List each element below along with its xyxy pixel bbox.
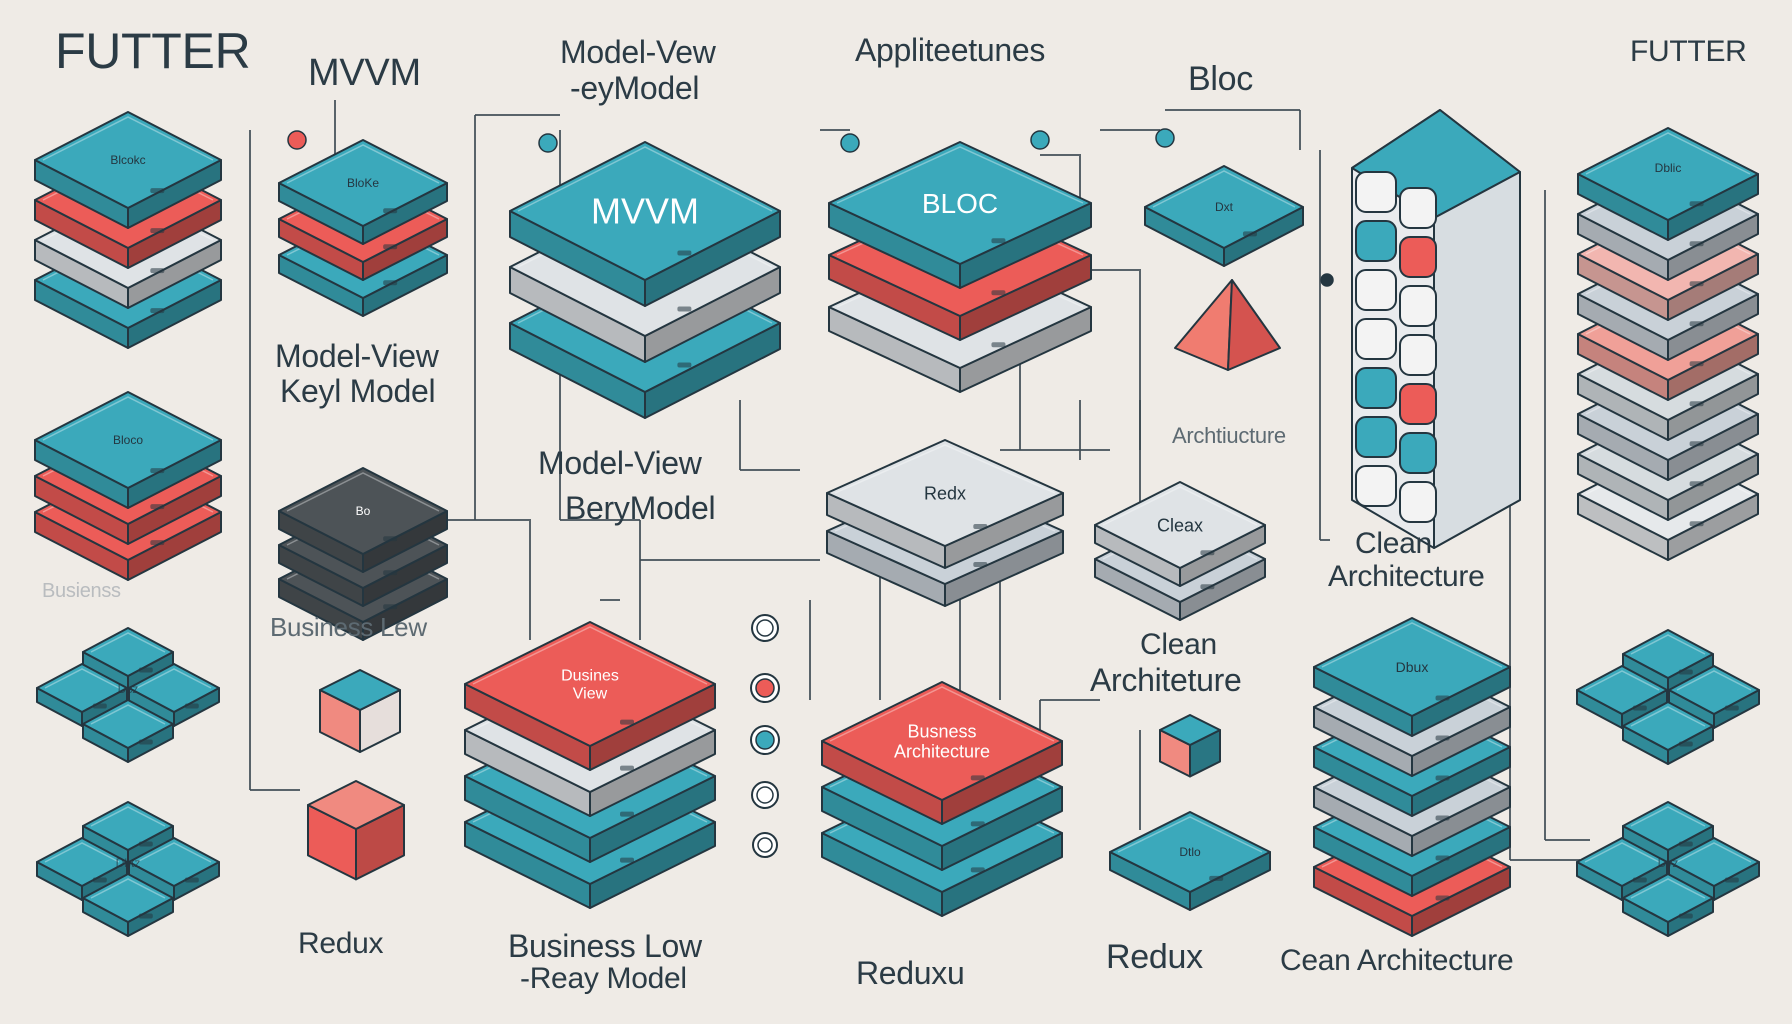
node-dot	[752, 832, 778, 858]
node-dot	[287, 130, 307, 150]
block-label: BLOC	[922, 188, 998, 219]
node-dot	[1320, 273, 1334, 287]
block-label: Dcz	[118, 682, 139, 696]
dark-stack: Bo	[278, 467, 448, 641]
block-label: Dusines	[561, 668, 619, 685]
futter-right: FUTTER	[1630, 35, 1747, 68]
block-label: Architecture	[894, 741, 990, 761]
clean-arch-mid-1: Clean	[1140, 628, 1217, 661]
left-cluster-mid: Dcz	[36, 627, 220, 763]
right-tall-stack: Dblic	[1577, 127, 1759, 561]
node-dot	[751, 781, 779, 809]
block-label: Cleax	[1157, 515, 1203, 535]
redux-tile: Dtlo	[1109, 811, 1271, 911]
node-dot	[1155, 128, 1175, 148]
clean-arch-right-1: Clean	[1355, 527, 1432, 560]
block-label: Dblic	[1655, 161, 1682, 175]
redux-left: Redux	[298, 927, 384, 960]
block-label: Redx	[924, 483, 966, 503]
block-label: Dxt	[1215, 200, 1234, 214]
node-dot	[1030, 130, 1050, 150]
faint-left: Busienss	[42, 580, 121, 602]
model-view-top-2: -eyModel	[570, 70, 700, 106]
left-stack-middle: Bloco	[34, 391, 222, 581]
block-label: Dvz	[1658, 856, 1679, 870]
node-dot	[751, 614, 779, 642]
clean-arch-mid-2: Architeture	[1090, 662, 1242, 698]
block-label: Bloco	[113, 433, 143, 447]
left-model-view-1: Model-View	[275, 338, 439, 374]
small-cube	[1159, 714, 1221, 778]
redx-stack: Redx	[826, 439, 1064, 607]
business-low-1: Business Low	[508, 928, 702, 964]
clean-arch-right-2: Architecture	[1328, 560, 1485, 593]
block-label: View	[573, 686, 608, 703]
block-label: Busness	[907, 721, 976, 741]
right-cluster-bottom: Dvz	[1576, 801, 1760, 937]
bloc-main-stack: BLOC	[828, 141, 1092, 393]
coral-cube	[307, 780, 405, 881]
node-dot	[750, 725, 780, 755]
business-lew: Business Lew	[270, 612, 427, 642]
pyramid-shape	[1174, 279, 1281, 371]
connector-lines	[249, 100, 1590, 861]
node-dot	[538, 133, 558, 153]
bloc-tile: Dxt	[1144, 165, 1304, 267]
node-dot	[840, 133, 860, 153]
center-model-view-2: BeryModel	[565, 490, 716, 526]
mvvm-title: MVVM	[308, 52, 421, 94]
architecture-small: Archtiucture	[1172, 423, 1286, 448]
center-model-view-1: Model-View	[538, 445, 702, 481]
business-low-2: -Reay Model	[520, 962, 687, 995]
cleax-stack: Cleax	[1094, 481, 1266, 621]
dbux-stack: Dbux	[1313, 617, 1511, 937]
redux-right: Redux	[1106, 938, 1203, 976]
block-label: Dtlo	[1179, 845, 1201, 859]
node-dot	[750, 673, 780, 703]
block-label: Blcokc	[110, 153, 145, 167]
block-label: Dbux	[1396, 659, 1429, 675]
block-label: MVVM	[591, 191, 699, 232]
bloc-title: Bloc	[1188, 60, 1253, 98]
left-model-view-2: Keyl Model	[280, 373, 436, 409]
applitee-title: Appliteetunes	[855, 32, 1046, 68]
teal-coral-cube	[319, 669, 401, 753]
model-view-top-1: Model-Vew	[560, 34, 716, 70]
block-label: BloKe	[347, 176, 379, 190]
block-label: Dbtz	[116, 856, 141, 870]
futter-left: FUTTER	[55, 23, 251, 79]
cean-architecture: Cean Architecture	[1280, 944, 1514, 977]
mvvm-small-stack: BloKe	[278, 139, 448, 317]
connector-line	[1080, 269, 1141, 450]
left-stack-top: Blcokc	[34, 111, 222, 349]
connector-line	[475, 519, 531, 640]
block-label: Bo	[356, 504, 371, 518]
reduxu: Reduxu	[856, 955, 965, 991]
right-cluster-mid	[1576, 629, 1760, 765]
left-cluster-bottom: Dbtz	[36, 801, 220, 937]
mvvm-main-stack: MVVM	[509, 141, 781, 419]
clean-architecture-rack	[1351, 109, 1521, 549]
